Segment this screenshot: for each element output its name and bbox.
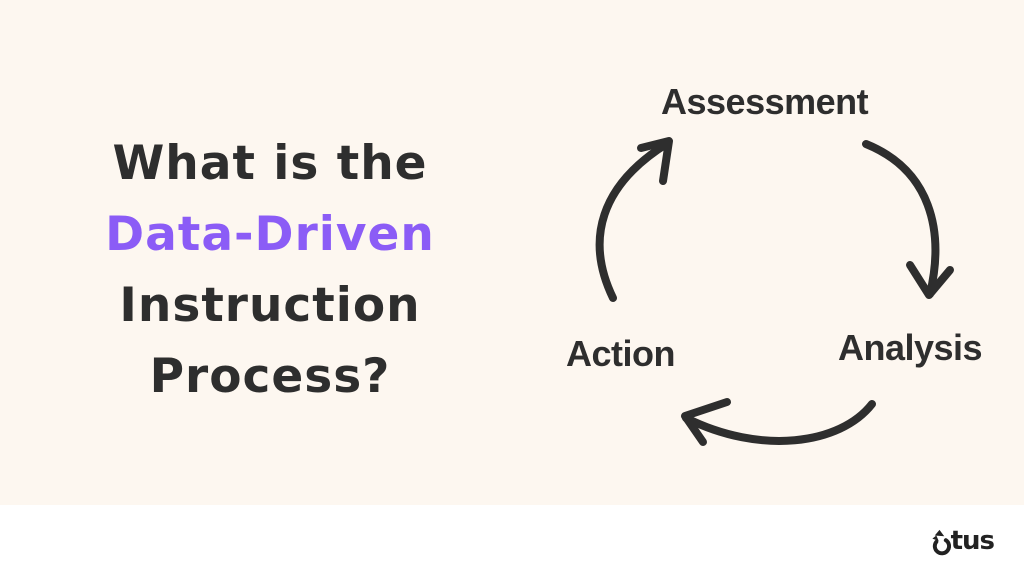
logo-text: tus bbox=[950, 526, 995, 556]
title-line-3: Instruction bbox=[119, 278, 421, 333]
step-assessment: Assessment bbox=[661, 81, 869, 122]
title-line-2-highlight: Data-Driven bbox=[105, 207, 435, 262]
title-line-1: What is the bbox=[112, 136, 428, 191]
step-action: Action bbox=[566, 333, 676, 374]
page-title: What is the Data-Driven Instruction Proc… bbox=[40, 128, 500, 412]
arrow-analysis-to-action-icon bbox=[681, 398, 876, 446]
otus-logo-mark-icon bbox=[932, 529, 951, 556]
arrow-action-to-assessment-icon bbox=[595, 137, 673, 302]
cycle-diagram bbox=[595, 137, 954, 446]
title-line-4: Process? bbox=[149, 349, 391, 404]
arrow-assessment-to-analysis-icon bbox=[862, 140, 954, 299]
otus-logo: tus bbox=[930, 522, 995, 560]
step-analysis: Analysis bbox=[838, 327, 983, 368]
